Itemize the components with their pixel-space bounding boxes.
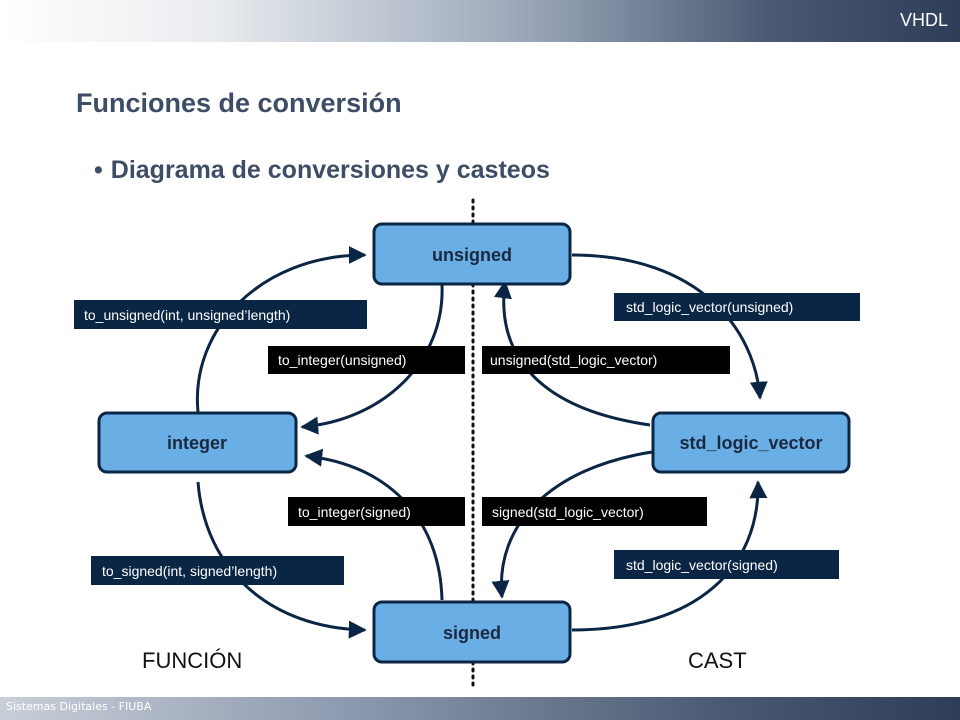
node-integer-label: integer — [167, 433, 227, 453]
svg-text:to_unsigned(int, unsigned’leng: to_unsigned(int, unsigned’length) — [84, 307, 290, 323]
node-integer: integer — [97, 411, 298, 474]
bullet-icon: • — [94, 156, 103, 184]
footer-bar: Sistemas Digitales - FIUBA — [0, 697, 960, 720]
label-signed-slv: signed(std_logic_vector) — [482, 497, 707, 526]
arrow-slv-to-unsigned — [494, 280, 651, 427]
label-to-signed: to_signed(int, signed’length) — [91, 556, 344, 585]
arrow-unsigned-to-integer — [300, 284, 444, 435]
svg-text:unsigned(std_logic_vector): unsigned(std_logic_vector) — [490, 352, 657, 368]
subtitle-text: Diagrama de conversiones y casteos — [110, 156, 550, 184]
svg-text:std_logic_vector(signed): std_logic_vector(signed) — [626, 557, 778, 573]
arrow-integer-to-signed — [196, 481, 367, 639]
label-slv-signed: std_logic_vector(signed) — [614, 550, 839, 579]
section-label-cast: CAST — [688, 648, 747, 673]
arrow-integer-to-unsigned — [195, 246, 367, 413]
arrow-unsigned-to-slv — [571, 253, 768, 400]
label-to-integer-signed: to_integer(signed) — [288, 497, 465, 526]
svg-text:to_integer(signed): to_integer(signed) — [298, 504, 411, 520]
node-unsigned-label: unsigned — [432, 245, 512, 265]
label-to-integer-unsigned: to_integer(unsigned) — [268, 346, 465, 374]
svg-text:to_signed(int, signed’length): to_signed(int, signed’length) — [102, 563, 277, 579]
label-slv-unsigned: std_logic_vector(unsigned) — [614, 293, 860, 321]
label-to-unsigned: to_unsigned(int, unsigned’length) — [74, 300, 367, 329]
arrow-signed-to-slv — [571, 480, 768, 632]
svg-text:signed(std_logic_vector): signed(std_logic_vector) — [492, 504, 644, 520]
footer-text: Sistemas Digitales - FIUBA — [6, 700, 152, 713]
subtitle-bullet: •Diagrama de conversiones y casteos — [94, 156, 550, 185]
node-signed-label: signed — [443, 623, 501, 643]
page-title: Funciones de conversión — [76, 88, 402, 118]
node-std-logic-vector-label: std_logic_vector — [679, 433, 822, 453]
node-unsigned: unsigned — [372, 222, 572, 286]
svg-text:to_integer(unsigned): to_integer(unsigned) — [278, 352, 406, 368]
label-unsigned-slv: unsigned(std_logic_vector) — [482, 346, 730, 374]
node-std-logic-vector: std_logic_vector — [651, 411, 851, 474]
header-bar: VHDL — [0, 0, 960, 42]
node-signed: signed — [372, 600, 572, 664]
conversion-diagram: unsigned integer std_logic_vector signed… — [74, 198, 860, 692]
section-label-funcion: FUNCIÓN — [142, 648, 242, 673]
brand-label: VHDL — [899, 10, 948, 30]
svg-text:std_logic_vector(unsigned): std_logic_vector(unsigned) — [626, 299, 793, 315]
